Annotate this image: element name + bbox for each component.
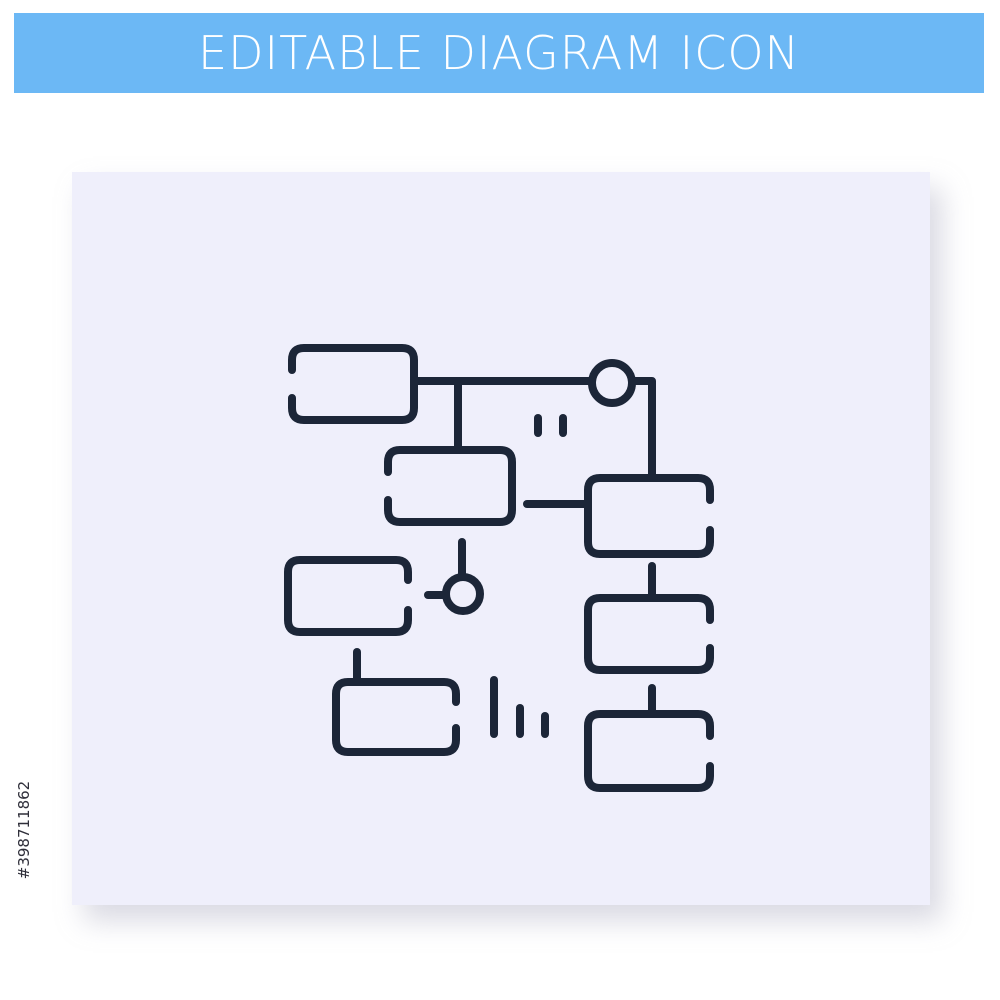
diagram-node-right-1 bbox=[584, 474, 714, 558]
diagram-node-right-3 bbox=[584, 710, 714, 792]
junction-circle-top bbox=[588, 359, 636, 407]
icon-card bbox=[72, 172, 930, 905]
diagram-node-top bbox=[288, 344, 418, 424]
junction-circle-small bbox=[442, 573, 484, 615]
connector-circle-right bbox=[628, 377, 656, 482]
diagram-node-left bbox=[284, 556, 412, 636]
banner-title: EDITABLE DIAGRAM ICON bbox=[198, 26, 800, 80]
stock-id-label: #398711862 bbox=[15, 780, 33, 880]
diagram-node-middle bbox=[384, 446, 516, 526]
header-banner: EDITABLE DIAGRAM ICON bbox=[14, 13, 984, 93]
diagram-node-right-2 bbox=[584, 594, 714, 674]
diagram-node-bottom bbox=[332, 678, 460, 756]
